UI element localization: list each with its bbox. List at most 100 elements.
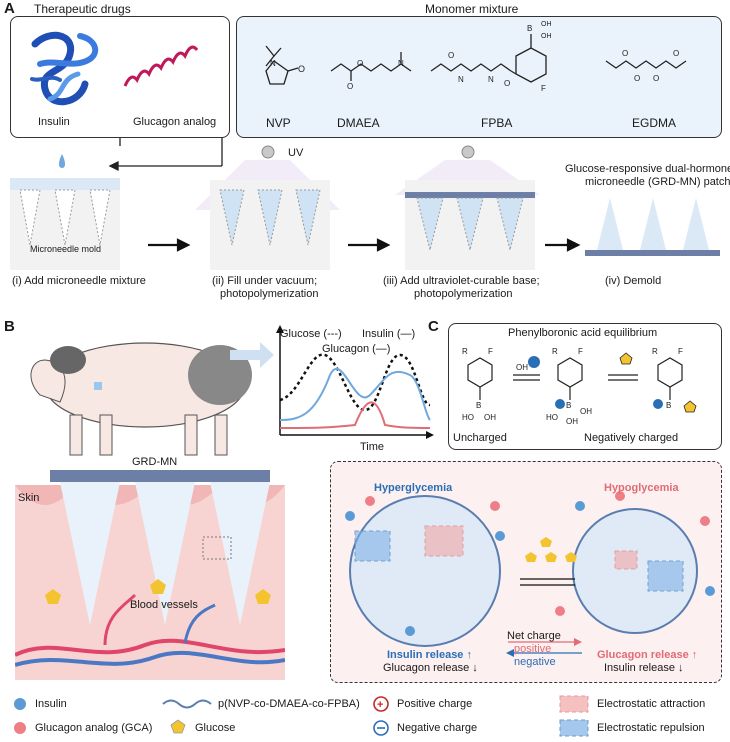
- svg-text:O: O: [448, 51, 454, 60]
- step-iii-label-1: (iii) Add ultraviolet-curable base;: [383, 275, 540, 287]
- svg-text:OH: OH: [541, 21, 552, 28]
- legend-negative-label: Negative charge: [397, 722, 478, 734]
- step-i-label: (i) Add microneedle mixture: [12, 275, 146, 287]
- insulin-curve: [279, 367, 431, 421]
- patch-title-2: microneedle (GRD-MN) patch: [585, 176, 730, 188]
- uv-label: UV: [288, 147, 304, 159]
- monomer-dmaea-label: DMAEA: [337, 116, 380, 130]
- glucagon-release-up: Glucagon release ↑: [597, 649, 698, 661]
- arrow-to-plot: [230, 342, 274, 368]
- step-ii-mold: [195, 145, 340, 270]
- dmaea-structure: O O N: [330, 52, 412, 91]
- legend-repulsion-label: Electrostatic repulsion: [597, 722, 705, 734]
- legend-gca-label: Glucagon analog (GCA): [35, 722, 153, 734]
- step-iv-patch: [585, 198, 720, 256]
- glucose-curve: [279, 353, 431, 412]
- skin-label: Skin: [18, 492, 40, 504]
- therapeutic-drugs-title: Therapeutic drugs: [34, 2, 131, 16]
- uncharged-label: Uncharged: [453, 432, 507, 444]
- legend-polymer-icon: [162, 699, 212, 709]
- net-charge-negative: negative: [514, 656, 556, 668]
- svg-text:OH: OH: [566, 417, 578, 426]
- svg-text:HO: HO: [462, 413, 474, 422]
- pba-equilibrium-box: [448, 323, 722, 450]
- drug-structures: [30, 31, 199, 106]
- plot-legend-glucose: Glucose (---): [280, 328, 342, 340]
- step-ii-label-2: photopolymerization: [220, 288, 319, 300]
- legend-insulin-label: Insulin: [35, 698, 67, 710]
- therapeutic-drugs-box: [10, 16, 230, 138]
- figure-legend-symbols: +: [14, 695, 589, 737]
- svg-text:OH: OH: [580, 407, 592, 416]
- svg-text:F: F: [541, 84, 546, 93]
- pba-equilibrium-title: Phenylboronic acid equilibrium: [508, 327, 658, 339]
- svg-text:+: +: [377, 699, 383, 711]
- svg-text:O: O: [504, 79, 510, 88]
- glucose-hormone-plot: [276, 325, 434, 439]
- svg-text:O: O: [357, 59, 363, 68]
- step-iv-label: (iv) Demold: [605, 275, 662, 287]
- svg-text:N: N: [458, 75, 464, 84]
- svg-text:R: R: [652, 347, 658, 356]
- panel-b-letter: B: [4, 318, 15, 335]
- insulin-protein-icon: [30, 31, 99, 106]
- mold-label: Microneedle mold: [30, 244, 102, 254]
- nvp-structure: O N: [265, 45, 305, 85]
- svg-text:O: O: [673, 49, 679, 58]
- legend-positive-label: Positive charge: [397, 698, 473, 710]
- panel-c-letter: C: [428, 318, 439, 335]
- egdma-structure: O O O O: [605, 49, 687, 83]
- svg-text:N: N: [488, 75, 494, 84]
- svg-text:HO: HO: [546, 413, 558, 422]
- glucagon-analog-label: Glucagon analog: [133, 116, 217, 128]
- legend-positive-icon: [373, 696, 389, 712]
- hyperglycemia-label: Hyperglycemia: [374, 482, 453, 494]
- svg-text:B: B: [476, 401, 481, 410]
- svg-text:O: O: [298, 64, 305, 74]
- svg-text:R: R: [462, 347, 468, 356]
- fpba-structure: B OH OH F N N O O: [430, 21, 552, 93]
- svg-text:B: B: [527, 24, 532, 33]
- legend-glucose-label: Glucose: [195, 722, 236, 734]
- plot-legend-insulin: Insulin (—): [362, 328, 416, 340]
- step-ii-label-1: (ii) Fill under vacuum;: [212, 275, 318, 287]
- svg-text:O: O: [347, 82, 353, 91]
- skin-cross-section: [15, 470, 285, 680]
- svg-text:OH: OH: [541, 33, 552, 40]
- monomer-mixture-title: Monomer mixture: [425, 2, 519, 16]
- glucagon-curve: [279, 401, 431, 429]
- blood-vessels-label: Blood vessels: [130, 599, 198, 611]
- glucagon-helix-icon: [123, 45, 199, 87]
- legend-insulin-icon: [14, 698, 26, 710]
- svg-text:O: O: [622, 49, 628, 58]
- monomer-nvp-label: NVP: [266, 116, 291, 130]
- fabrication-diagram: [10, 138, 720, 270]
- plot-time-axis: Time: [360, 441, 385, 453]
- monomer-egdma-label: EGDMA: [632, 116, 677, 130]
- droplet-icon: [59, 154, 65, 168]
- monomer-mixture-box: [236, 16, 722, 138]
- net-charge-positive: positive: [514, 643, 552, 655]
- svg-text:F: F: [578, 347, 583, 356]
- panel-a-letter: A: [4, 0, 15, 17]
- legend-attraction-icon: [559, 695, 589, 713]
- negatively-charged-label: Negatively charged: [584, 432, 679, 444]
- patch-title-1: Glucose-responsive dual-hormone: [565, 163, 730, 175]
- pig-illustration: [30, 342, 252, 456]
- mechanism-diagram: [345, 491, 715, 657]
- legend-gca-icon: [14, 722, 26, 734]
- step-iii-label-2: photopolymerization: [414, 288, 513, 300]
- legend-attraction-label: Electrostatic attraction: [597, 698, 706, 710]
- svg-text:F: F: [488, 347, 493, 356]
- monomer-structures: O N O O N B OH OH F N N O O: [265, 21, 687, 93]
- svg-text:N: N: [270, 59, 276, 68]
- legend-repulsion-icon: [559, 719, 589, 737]
- svg-text:R: R: [552, 347, 558, 356]
- monomer-fpba-label: FPBA: [481, 116, 513, 130]
- glucagon-release-down: Glucagon release ↓: [383, 662, 478, 674]
- svg-text:B: B: [666, 401, 671, 410]
- hypoglycemia-label: Hypoglycemia: [604, 482, 679, 494]
- step-iii-mold: [395, 145, 540, 270]
- insulin-label: Insulin: [38, 116, 70, 128]
- net-charge-label: Net charge: [507, 630, 561, 642]
